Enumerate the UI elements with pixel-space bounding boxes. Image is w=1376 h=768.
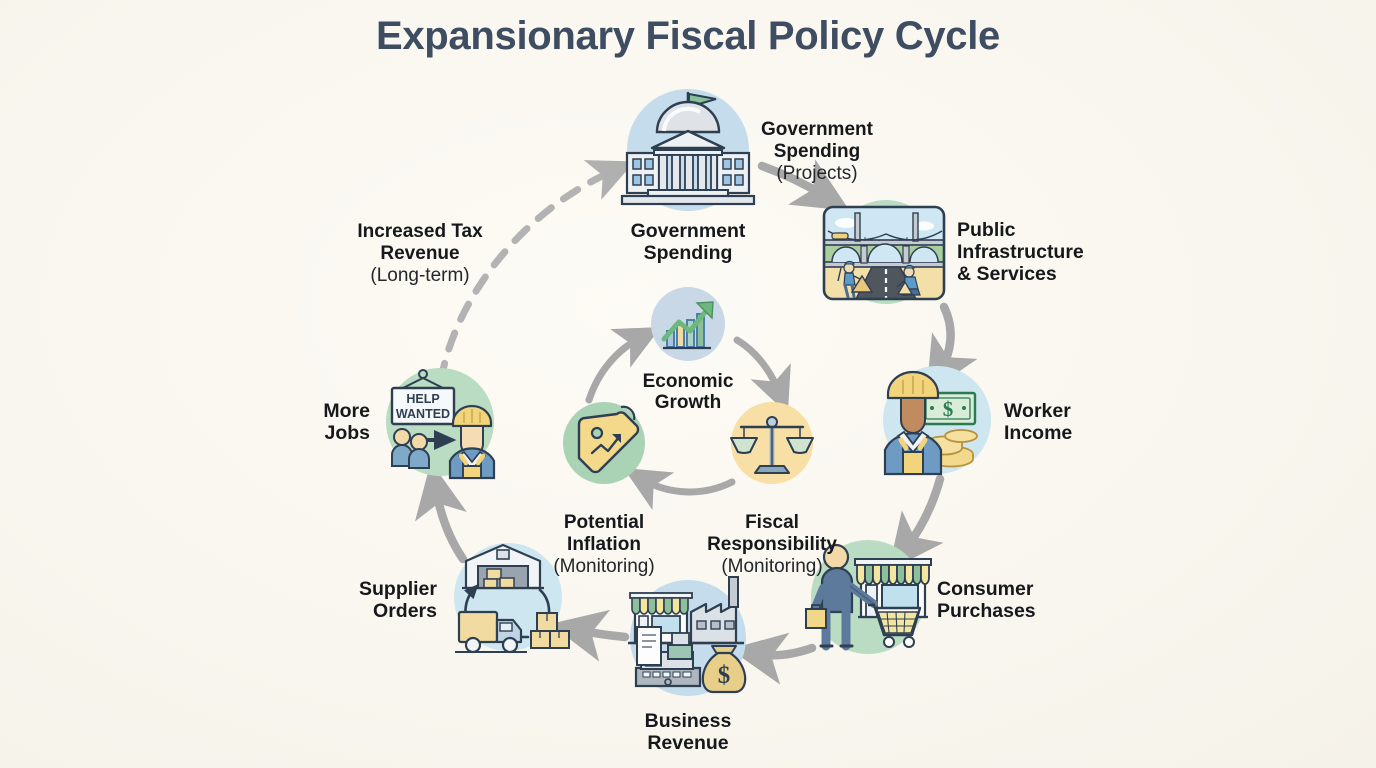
- node-fiscal-responsibility[interactable]: [730, 402, 814, 484]
- edge-label-main: Government Spending: [761, 119, 873, 163]
- label-supplier-orders: Supplier Orders: [358, 578, 437, 623]
- node-potential-inflation[interactable]: [563, 402, 645, 484]
- arrow-worker-to-consumer: [888, 474, 945, 571]
- node-government-spending[interactable]: [620, 89, 756, 211]
- inner-label-sub: (Monitoring): [721, 556, 823, 578]
- node-worker-income[interactable]: $: [883, 366, 991, 476]
- edge-label-main: Increased Tax Revenue: [357, 221, 483, 265]
- arrow-growth-to-fiscal: [733, 336, 791, 415]
- inner-label-main: Potential Inflation: [563, 512, 645, 556]
- edge-label-sub: (Long-term): [370, 265, 470, 287]
- edge-label-sub: (Projects): [776, 163, 858, 185]
- arrow-consumer-to-business: [729, 632, 817, 685]
- arrow-inflation-to-growth: [585, 326, 662, 404]
- label-more-jobs: More Jobs: [323, 400, 370, 445]
- arrow-business-to-supplier: [549, 609, 630, 662]
- label-consumer-purchases: Consumer Purchases: [937, 578, 1036, 623]
- node-business-revenue[interactable]: $: [628, 576, 747, 696]
- arrow-infrastructure-to-worker: [926, 302, 978, 394]
- node-supplier-orders[interactable]: [454, 543, 570, 654]
- label-potential-inflation: Potential Inflation (Monitoring): [516, 490, 692, 600]
- label-government-spending: Government Spending: [630, 220, 746, 265]
- arrow-jobs-to-gov-dashed: [437, 160, 635, 384]
- label-fiscal-responsibility: Fiscal Responsibility (Monitoring): [682, 490, 862, 600]
- label-public-infrastructure: Public Infrastructure & Services: [957, 219, 1084, 286]
- svg-text:$: $: [718, 662, 731, 689]
- arrow-fiscal-to-inflation: [623, 468, 736, 511]
- svg-text:WANTED: WANTED: [396, 407, 450, 421]
- arrow-supplier-to-jobs: [414, 461, 468, 564]
- label-economic-growth: Economic Growth: [642, 371, 734, 414]
- label-worker-income: Worker Income: [1004, 400, 1073, 445]
- node-consumer-purchases[interactable]: [805, 540, 932, 654]
- node-economic-growth[interactable]: [651, 287, 725, 361]
- inner-label-sub: (Monitoring): [553, 556, 655, 578]
- inner-label-main: Fiscal Responsibility: [707, 512, 837, 556]
- label-government-spending-projects: Government Spending (Projects): [727, 97, 907, 207]
- svg-text:$: $: [943, 397, 954, 421]
- svg-text:HELP: HELP: [406, 392, 439, 406]
- label-increased-tax-revenue: Increased Tax Revenue (Long-term): [329, 199, 511, 309]
- page-title: Expansionary Fiscal Policy Cycle: [375, 14, 1001, 58]
- node-public-infrastructure[interactable]: [822, 200, 946, 304]
- node-more-jobs[interactable]: HELP WANTED: [386, 368, 496, 480]
- arrow-gov-to-infrastructure: [757, 159, 850, 211]
- label-business-revenue: Business Revenue: [644, 710, 732, 755]
